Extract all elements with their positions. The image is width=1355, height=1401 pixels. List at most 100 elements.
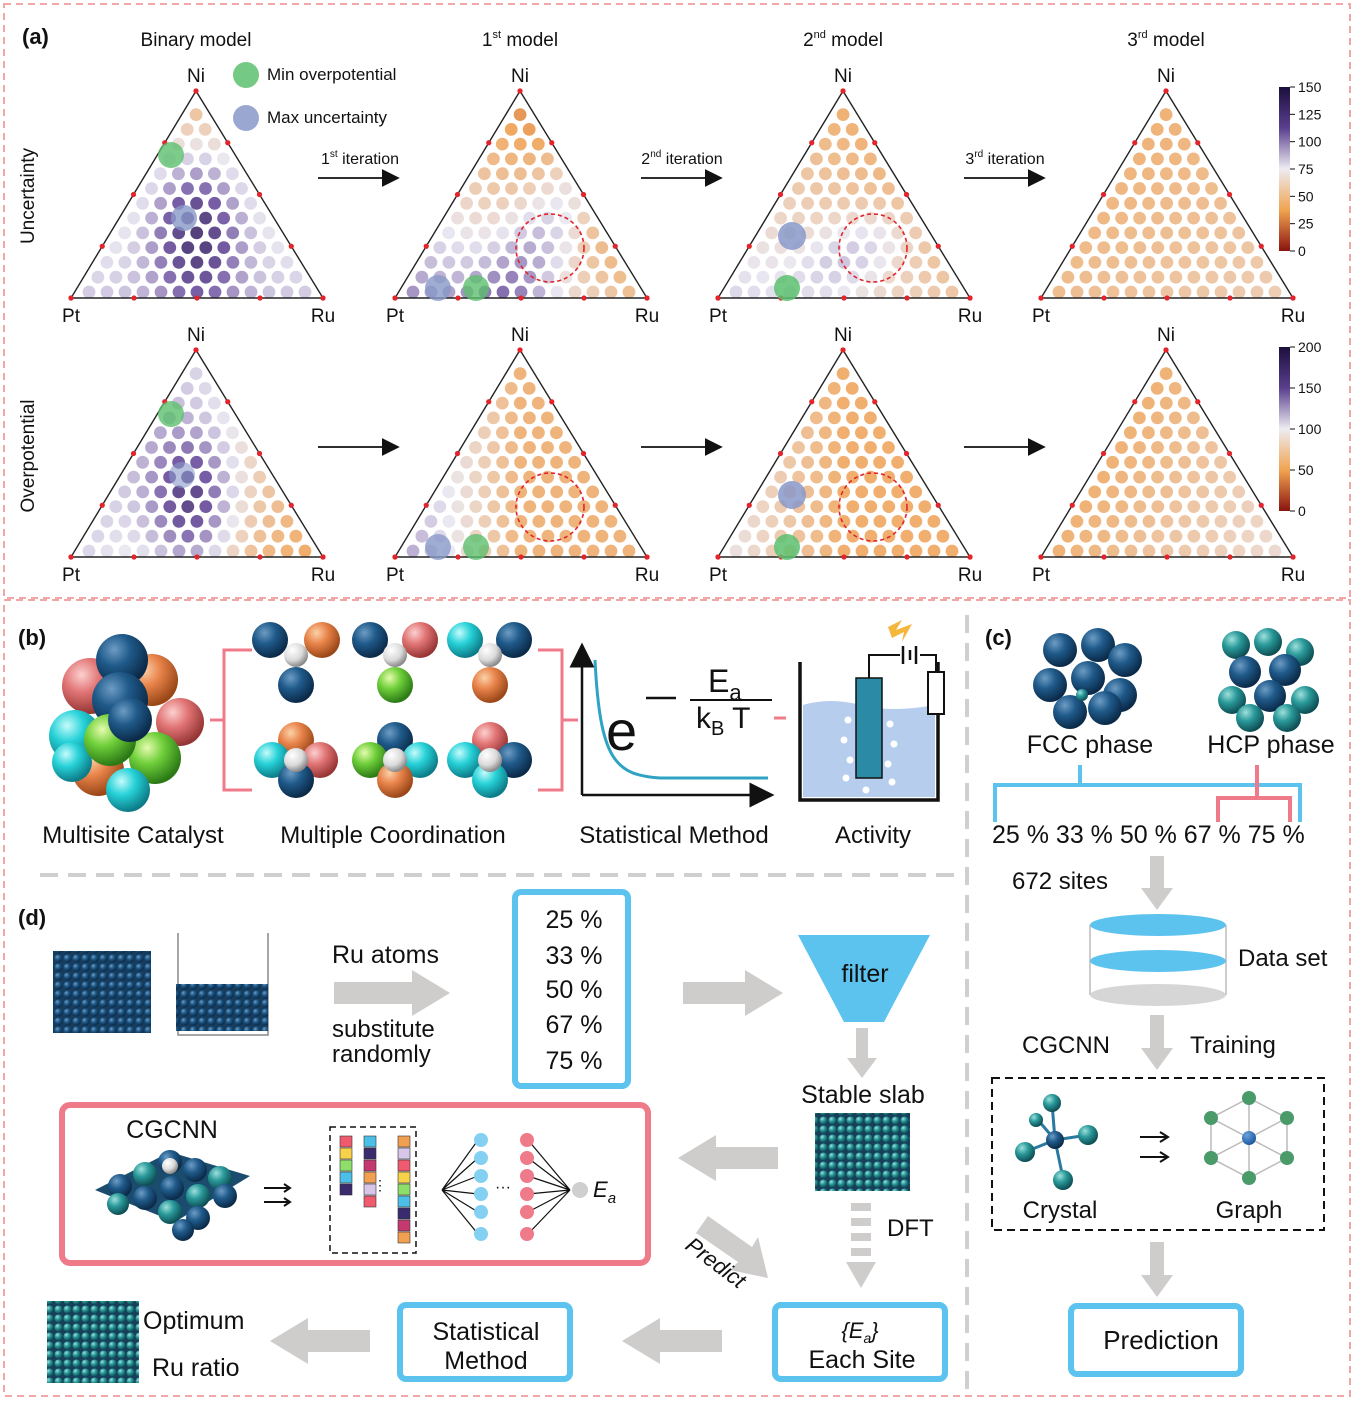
iteration-arrow-3: 3rd iteration	[964, 149, 1046, 187]
legend-min-marker	[233, 62, 259, 88]
filter-label: filter	[841, 960, 888, 988]
col-title-1st: 1st model	[482, 29, 558, 51]
percent-list-box	[512, 889, 631, 1089]
svg-text:Ni: Ni	[187, 325, 205, 346]
percent-item-33: 33 %	[546, 942, 603, 970]
optimum-label-2: Ru ratio	[152, 1354, 240, 1382]
panel-b-letter: (b)	[18, 625, 46, 650]
svg-text:Ru: Ru	[1281, 565, 1305, 586]
substitute-label-1: substitute	[332, 1016, 435, 1043]
fcc-label: FCC phase	[1027, 731, 1153, 759]
percent-item-67: 67 %	[546, 1011, 603, 1039]
database-icon	[1089, 914, 1227, 1006]
arrhenius-formula: e Ea kB T	[606, 663, 786, 762]
svg-text:3rd iteration: 3rd iteration	[965, 149, 1044, 168]
colorbar-tick: 200	[1298, 339, 1322, 355]
colorbar-tick: 25	[1298, 216, 1314, 232]
prediction-label: Prediction	[1103, 1325, 1219, 1355]
stat-label-1: Statistical	[433, 1318, 540, 1346]
electrochemical-cell	[798, 620, 945, 802]
svg-text:Pt: Pt	[62, 306, 81, 327]
crystal-to-graph-arrows	[1140, 1131, 1170, 1163]
caption-statistical: Statistical Method	[579, 822, 768, 849]
arrow-to-filter	[683, 970, 783, 1016]
sites-label: 672 sites	[1012, 868, 1108, 895]
svg-text:⋮: ⋮	[373, 1177, 387, 1193]
fcc-structure	[1033, 628, 1142, 729]
svg-text:Ni: Ni	[511, 325, 529, 346]
panel-d-letter: (d)	[18, 905, 46, 930]
coordination-motifs	[252, 622, 532, 798]
slab-to-features-arrows	[264, 1183, 292, 1207]
graph-icon	[1204, 1091, 1294, 1185]
optimum-label-1: Optimum	[143, 1307, 244, 1335]
svg-text:Ni: Ni	[187, 66, 205, 87]
percent-item-75: 75 %	[546, 1047, 603, 1075]
row-label-overpotential: Overpotential	[18, 399, 39, 512]
percent-row: 25 % 33 % 50 % 67 % 75 %	[992, 821, 1305, 849]
svg-text:Pt: Pt	[709, 306, 728, 327]
optimum-slab	[47, 1301, 139, 1383]
colorbar-tick: 0	[1298, 503, 1306, 519]
arrow-to-dataset	[1141, 856, 1173, 910]
svg-text:Ni: Ni	[1157, 66, 1175, 87]
svg-text:Pt: Pt	[1032, 565, 1051, 586]
legend-max-label: Max uncertainty	[267, 108, 387, 127]
bracket-right	[538, 648, 578, 792]
hcp-structure	[1218, 628, 1319, 732]
panel-c-letter: (c)	[985, 625, 1012, 650]
statistical-method-box	[397, 1302, 573, 1382]
caption-multisite: Multisite Catalyst	[42, 822, 224, 849]
colorbar-tick: 100	[1298, 421, 1322, 437]
svg-text:Pt: Pt	[709, 565, 728, 586]
crystal-graph-box	[991, 1077, 1325, 1231]
crystal-label: Crystal	[1023, 1197, 1098, 1224]
svg-text:Ru: Ru	[311, 565, 335, 586]
svg-text:2nd iteration: 2nd iteration	[641, 149, 722, 168]
stable-slab	[815, 1113, 910, 1191]
each-site-label: Each Site	[808, 1346, 915, 1374]
colorbar-tick: 150	[1298, 380, 1322, 396]
svg-text:Ni: Ni	[1157, 325, 1175, 346]
colorbar-tick: 100	[1298, 134, 1322, 150]
cgcnn-label-d: CGCNN	[126, 1116, 218, 1144]
panel-a-letter: (a)	[22, 24, 49, 49]
arrow-substitute	[334, 970, 450, 1016]
arrow-predict	[696, 1216, 768, 1278]
col-title-2nd: 2nd model	[803, 29, 883, 51]
bracket-left	[210, 648, 252, 792]
svg-text:Ni: Ni	[834, 66, 852, 87]
row-label-uncertainty: Uncertainty	[18, 147, 39, 244]
dataset-label: Data set	[1238, 945, 1328, 972]
each-site-box	[772, 1302, 948, 1382]
dft-arrow	[846, 1203, 876, 1288]
slab-initial	[53, 951, 151, 1033]
stable-slab-label: Stable slab	[801, 1081, 925, 1109]
svg-text:Ni: Ni	[834, 325, 852, 346]
svg-text:Ru: Ru	[958, 565, 982, 586]
svg-text:Ru: Ru	[958, 306, 982, 327]
svg-text:Ru: Ru	[635, 306, 659, 327]
legend-max-marker	[233, 105, 259, 131]
substitute-label-2: randomly	[332, 1041, 431, 1068]
stat-label-2: Method	[444, 1347, 527, 1375]
cgcnn-label-c: CGCNN	[1022, 1032, 1110, 1059]
arrow-to-cgcnn	[678, 1135, 778, 1181]
filter-funnel	[798, 935, 930, 1022]
colorbar-tick: 150	[1298, 79, 1322, 95]
svg-text:Ea: Ea	[708, 663, 742, 705]
statistical-plot	[569, 642, 775, 808]
training-label: Training	[1190, 1032, 1276, 1059]
svg-text:Ru: Ru	[311, 306, 335, 327]
dft-label: DFT	[887, 1215, 934, 1242]
svg-text:1st iteration: 1st iteration	[321, 149, 399, 168]
svg-text:Ru: Ru	[635, 565, 659, 586]
